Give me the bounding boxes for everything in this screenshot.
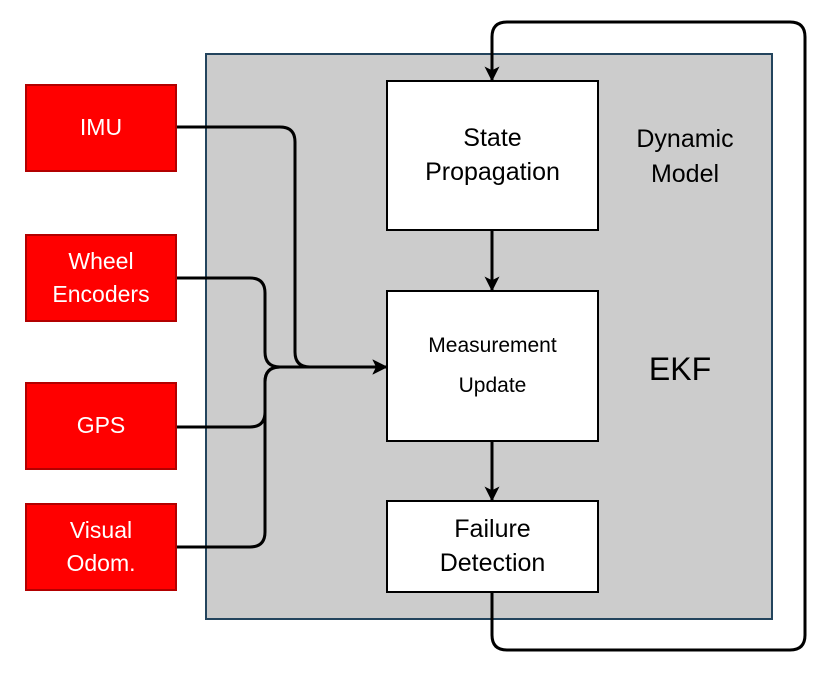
state-propagation-block: State Propagation [386, 80, 599, 231]
wheel-encoders-label-line2: Encoders [52, 281, 150, 307]
failure-detection-label-line2: Detection [439, 548, 546, 577]
ekf-label: EKF [648, 351, 712, 387]
gps-to-measurement-arrow [176, 359, 388, 429]
visual-to-measurement-arrow [176, 359, 388, 549]
wheel-encoders-sensor-box: Wheel Encoders [25, 234, 177, 322]
feedback-loop-arrow [484, 20, 807, 652]
measurement-update-label-line2: Update [458, 374, 527, 397]
imu-sensor-box: IMU [25, 84, 177, 172]
failure-detection-block: Failure Detection [386, 500, 599, 593]
measurement-update-label-line1: Measurement [428, 334, 557, 358]
dynamic-model-label-line1: Dynamic [636, 125, 734, 153]
gps-label: GPS [76, 412, 126, 439]
failure-detection-label-line1: Failure [454, 514, 531, 543]
imu-label: IMU [79, 114, 123, 141]
visual-odometry-label-line1: Visual [69, 516, 133, 543]
dynamic-model-label: Dynamic Model [615, 122, 755, 192]
gps-sensor-box: GPS [25, 382, 177, 470]
state-propagation-label-line2: Propagation [425, 157, 560, 186]
state-propagation-label-line1: State [463, 123, 522, 152]
visual-odometry-sensor-box: Visual Odom. [25, 503, 177, 591]
measurement-update-block: Measurement Update [386, 290, 599, 442]
wheel-to-measurement-arrow [176, 276, 388, 375]
imu-to-measurement-arrow [176, 125, 388, 375]
wheel-encoders-label-line1: Wheel [68, 247, 134, 274]
visual-odometry-label-line2: Odom. [66, 550, 136, 576]
dynamic-model-label-line2: Model [650, 160, 720, 188]
